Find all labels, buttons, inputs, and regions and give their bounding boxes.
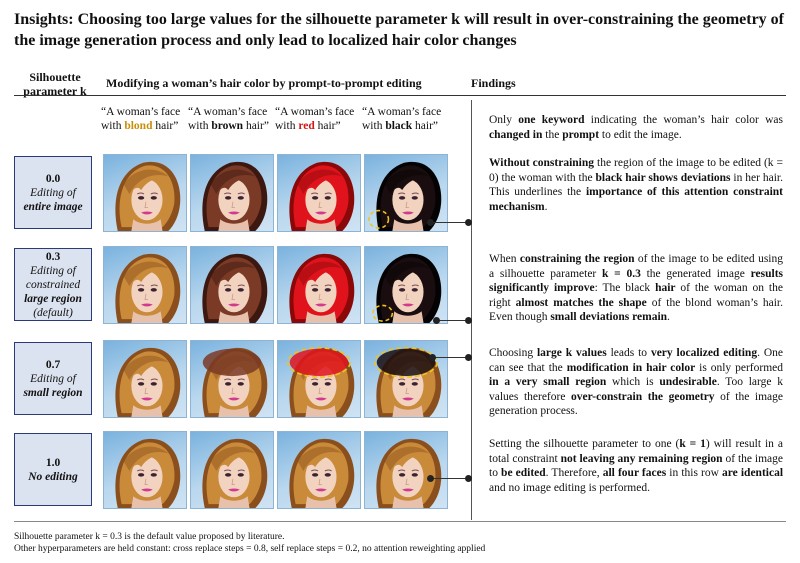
connector-line [432, 357, 468, 358]
param-value: 0.3 [45, 250, 61, 263]
prompt-text: hair” [152, 120, 179, 132]
connector-dot [465, 219, 472, 226]
face-illustration [202, 161, 268, 231]
face-image-k03-blond [103, 246, 187, 324]
modify-header: Modifying a woman’s hair color by prompt… [106, 76, 422, 90]
prompt-keyword: black [385, 120, 413, 132]
prompt-header: “A woman’s face with black hair” [362, 105, 444, 133]
face-image-k00-red [277, 154, 361, 232]
prompt-text: “A woman’s face with [101, 106, 181, 132]
footer-note-2: Other hyperparameters are held constant:… [14, 544, 486, 554]
finding-k03: When constraining the region of the imag… [489, 253, 784, 323]
face-illustration [115, 347, 181, 417]
param-description: large region [24, 292, 82, 305]
face-image-k10-red [277, 431, 361, 509]
face-image-k07-red [277, 340, 361, 418]
finding-k1: Setting the silhouette parameter to one … [489, 438, 784, 494]
face-illustration [202, 438, 268, 508]
face-image-k07-black [364, 340, 448, 418]
face-illustration [374, 347, 442, 417]
finding-prompt: Only one keyword indicating the woman’s … [489, 114, 783, 141]
prompt-header: “A woman’s face with blond hair” [101, 105, 183, 133]
footer-note-1: Silhouette parameter k = 0.3 is the defa… [14, 532, 285, 542]
connector-line [430, 478, 468, 479]
face-illustration [376, 438, 442, 508]
face-illustration [202, 253, 268, 323]
face-illustration [115, 161, 181, 231]
connector-dot [427, 219, 434, 226]
param-description: constrained [25, 278, 81, 291]
face-image-k00-black [364, 154, 448, 232]
prompt-text: hair” [412, 120, 439, 132]
face-image-k10-brown [190, 431, 274, 509]
connector-dot [465, 354, 472, 361]
prompt-keyword: blond [124, 120, 153, 132]
face-illustration [368, 161, 442, 231]
param-value: 0.0 [45, 172, 61, 185]
prompt-text: “A woman’s face with [188, 106, 268, 132]
param-description: small region [23, 386, 83, 399]
connector-line [430, 222, 468, 223]
prompt-text: hair” [314, 120, 341, 132]
prompt-keyword: brown [211, 120, 244, 132]
prompt-header: “A woman’s face with brown hair” [188, 105, 270, 133]
connector-dot [433, 317, 440, 324]
param-description: (default) [33, 306, 73, 319]
param-value: 1.0 [45, 456, 61, 469]
finding-k0: Without constraining the region of the i… [489, 157, 784, 213]
param-description: entire image [23, 200, 83, 213]
param-value: 0.7 [45, 358, 61, 371]
param-description: No editing [28, 470, 78, 483]
connector-dot [427, 475, 434, 482]
face-image-k07-brown [190, 340, 274, 418]
face-illustration [115, 438, 181, 508]
connector-dot [465, 317, 472, 324]
face-image-k10-black [364, 431, 448, 509]
finding-k07: Choosing large k values leads to very lo… [489, 347, 784, 417]
prompt-text: “A woman’s face with [275, 106, 355, 132]
face-image-k03-black [364, 246, 448, 324]
connector-dot [465, 475, 472, 482]
footer-rule [14, 521, 786, 522]
face-image-k00-blond [103, 154, 187, 232]
findings-header: Findings [471, 76, 516, 90]
prompt-header: “A woman’s face with red hair” [275, 105, 357, 133]
param-header: Silhouette parameter k [23, 70, 87, 98]
param-description: Editing of [30, 372, 76, 385]
prompt-text: hair” [243, 120, 269, 132]
face-illustration [115, 253, 181, 323]
face-illustration [287, 347, 355, 417]
prompt-keyword: red [298, 120, 315, 132]
param-description: Editing of [30, 264, 76, 277]
face-image-k10-blond [103, 431, 187, 509]
face-illustration [289, 438, 355, 508]
face-illustration [372, 253, 442, 323]
page-title: Insights: Choosing too large values for … [14, 11, 785, 49]
connector-line [436, 320, 468, 321]
face-image-k07-blond [103, 340, 187, 418]
face-illustration [289, 161, 355, 231]
findings-divider [471, 100, 472, 520]
face-image-k03-red [277, 246, 361, 324]
param-description: Editing of [30, 186, 76, 199]
prompt-text: “A woman’s face with [362, 106, 442, 132]
header-rule [14, 95, 786, 96]
face-image-k00-brown [190, 154, 274, 232]
face-illustration [289, 253, 355, 323]
face-illustration [202, 347, 268, 417]
connector-dot [429, 354, 436, 361]
face-image-k03-brown [190, 246, 274, 324]
